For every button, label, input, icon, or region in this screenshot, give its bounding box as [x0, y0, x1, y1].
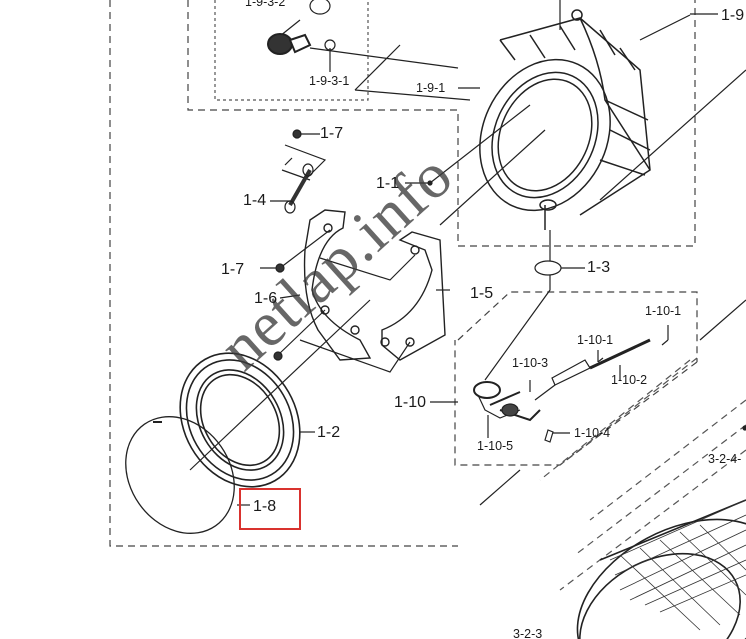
label-1-7-mid: 1-7 — [221, 261, 245, 278]
label-1-10-1-right: 1-10-1 — [645, 304, 682, 318]
label-1-3: 1-3 — [587, 259, 611, 276]
label-1-10: 1-10 — [394, 394, 427, 411]
label-1-9: 1-9 — [721, 7, 745, 24]
label-1-7-top: 1-7 — [320, 125, 344, 142]
label-1-10-3: 1-10-3 — [512, 356, 549, 370]
highlight-box-1-8 — [239, 488, 301, 530]
label-1-10-5: 1-10-5 — [477, 439, 514, 453]
label-3-2-4: 3-2-4- — [708, 452, 742, 466]
label-1-10-1-left: 1-10-1 — [577, 333, 614, 347]
label-1-4: 1-4 — [243, 192, 267, 209]
label-1-9-3-2: 1-9-3-2 — [245, 0, 286, 9]
label-1-10-4: 1-10-4 — [574, 426, 611, 440]
label-1-9-3-1: 1-9-3-1 — [309, 74, 350, 88]
label-3-2-3: 3-2-3 — [513, 627, 543, 639]
label-1-10-2: 1-10-2 — [611, 373, 648, 387]
label-1-2: 1-2 — [317, 424, 341, 441]
label-1-5: 1-5 — [470, 285, 494, 302]
label-1-8: 1-8 — [253, 498, 277, 515]
label-1-6: 1-6 — [254, 290, 278, 307]
label-1-1: 1-1 — [376, 175, 400, 192]
label-1-9-1: 1-9-1 — [416, 81, 446, 95]
